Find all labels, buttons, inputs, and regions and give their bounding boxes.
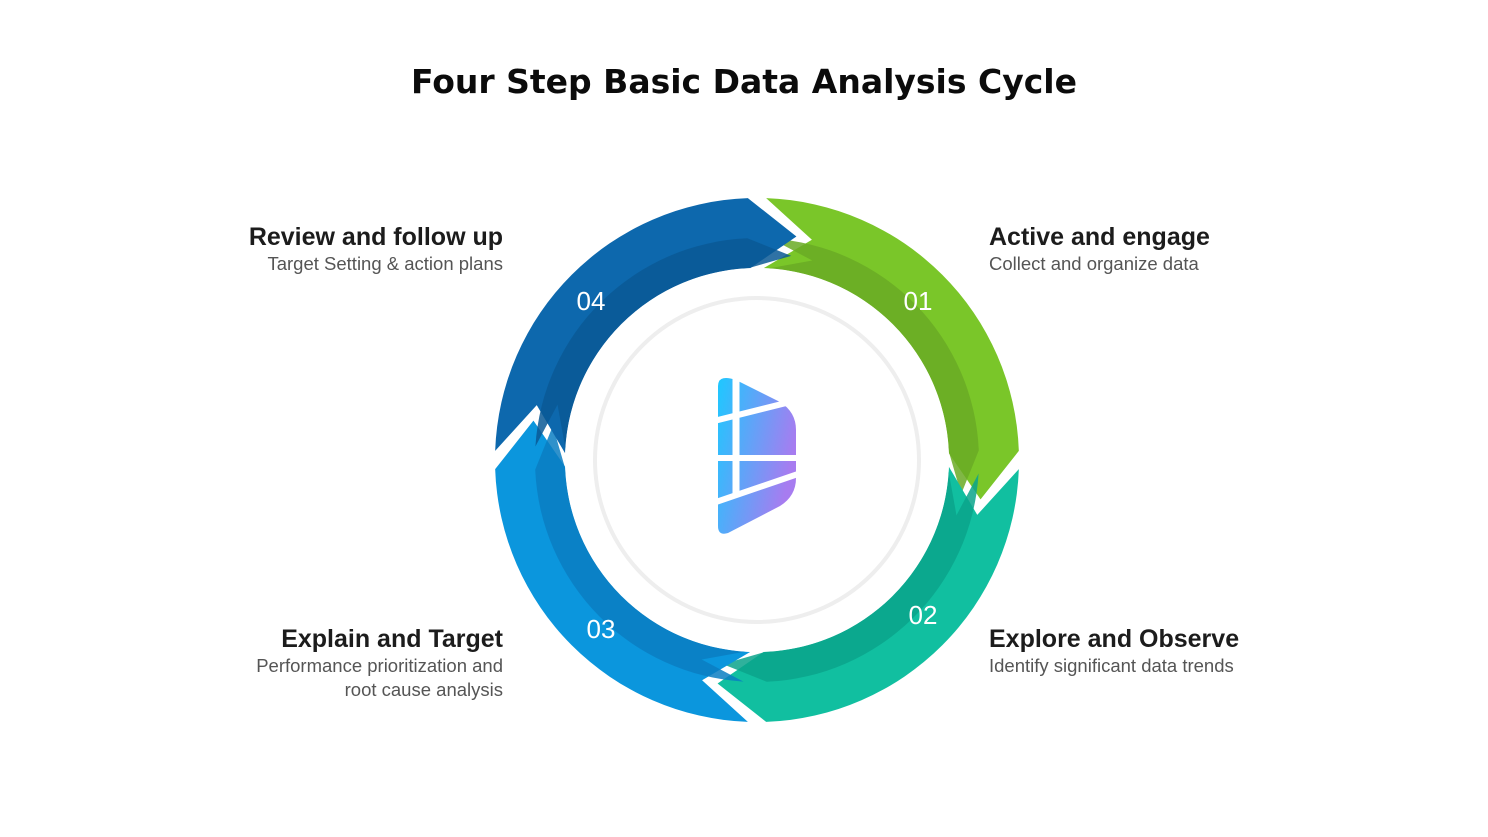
step-number-03: 03 bbox=[587, 614, 616, 644]
step-heading: Active and engage bbox=[989, 223, 1210, 251]
ring-segment-inner-04 bbox=[535, 238, 792, 449]
step-description-line-1: Performance prioritization and bbox=[256, 655, 503, 676]
step-number-02: 02 bbox=[909, 600, 938, 630]
step-01-label: Active and engage Collect and organize d… bbox=[989, 222, 1349, 276]
step-description: Target Setting & action plans bbox=[267, 253, 503, 274]
step-02-label: Explore and Observe Identify significant… bbox=[989, 624, 1349, 678]
ring-segments bbox=[495, 198, 1019, 722]
center-inner-ring bbox=[593, 296, 921, 624]
step-description: Collect and organize data bbox=[989, 253, 1199, 274]
step-number-04: 04 bbox=[577, 286, 606, 316]
ring-segment-inner-02 bbox=[722, 471, 979, 682]
step-heading: Explain and Target bbox=[281, 625, 503, 653]
page-title: Four Step Basic Data Analysis Cycle bbox=[411, 62, 1077, 101]
step-heading: Explore and Observe bbox=[989, 625, 1240, 653]
brand-logo-icon bbox=[715, 378, 799, 534]
step-heading: Review and follow up bbox=[248, 223, 503, 251]
step-description-line-2: root cause analysis bbox=[344, 679, 503, 700]
ring-segment-inner-01 bbox=[768, 238, 979, 495]
step-04-label: Review and follow up Target Setting & ac… bbox=[143, 222, 503, 276]
step-03-label: Explain and Target Performance prioritiz… bbox=[143, 624, 503, 702]
step-number-01: 01 bbox=[904, 286, 933, 316]
step-description: Identify significant data trends bbox=[989, 655, 1234, 676]
ring-segment-inner-03 bbox=[535, 425, 746, 682]
